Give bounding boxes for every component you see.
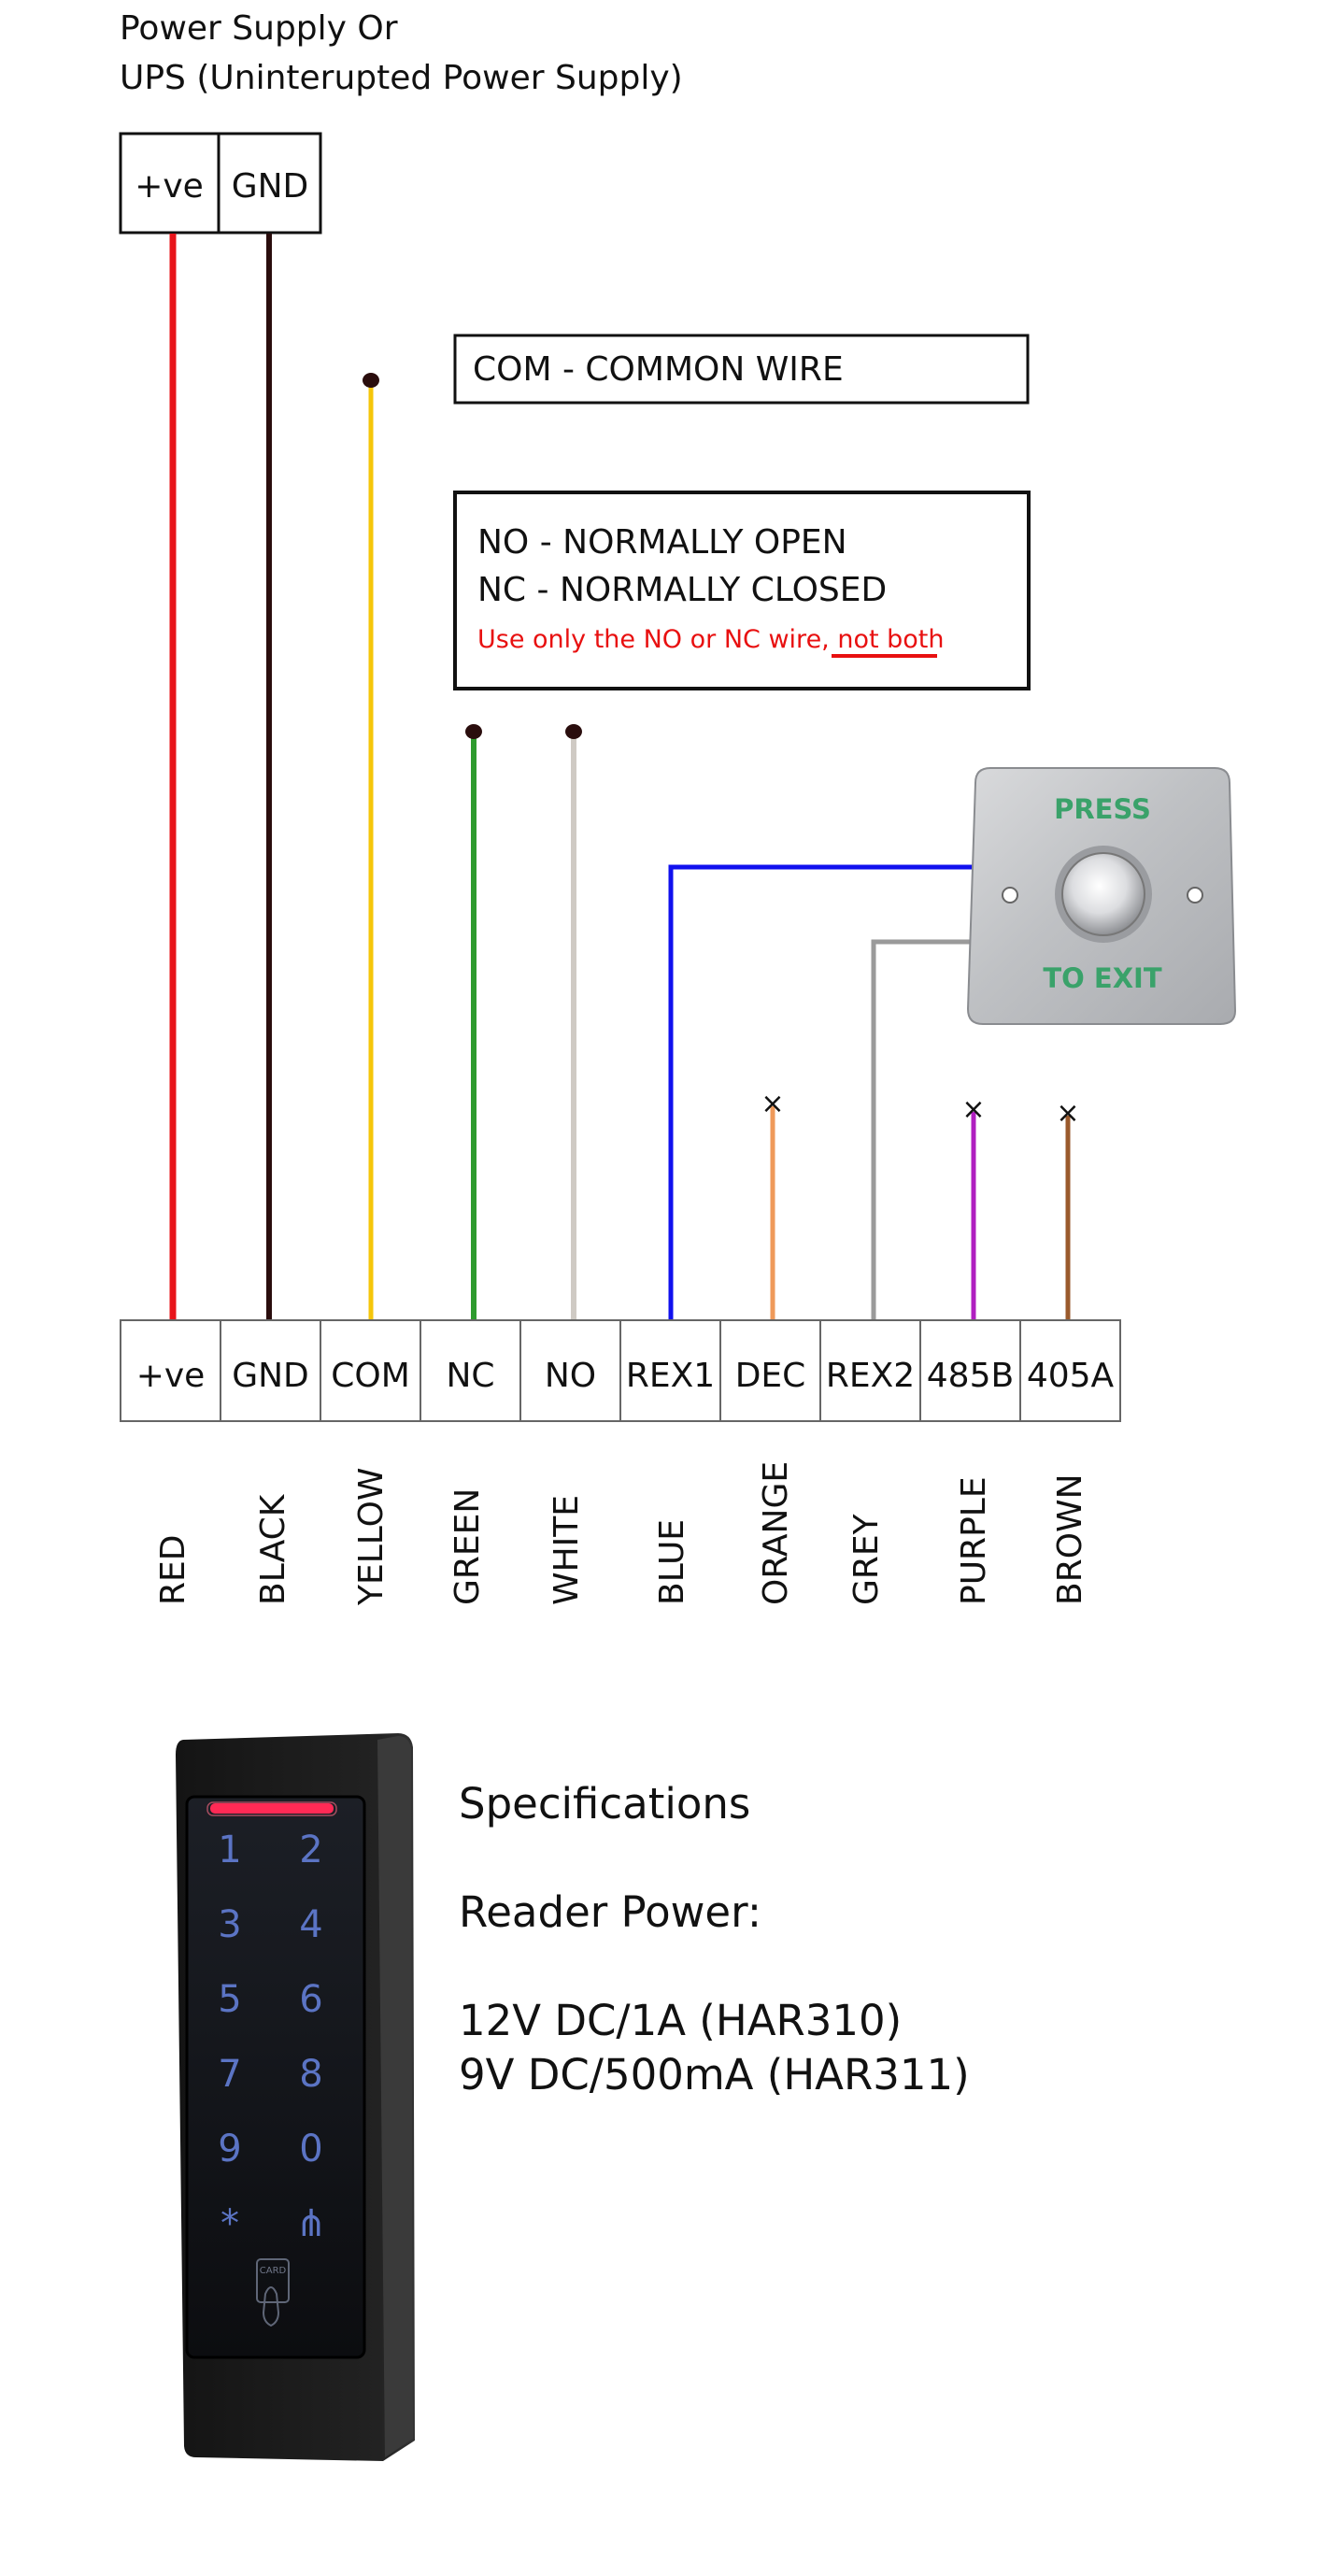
wire-color-label: BLUE [653, 1519, 691, 1605]
reader-touch-face [185, 1795, 366, 2359]
keypad-reader: 1 2 3 4 5 6 7 8 9 0 * ⋔ CARD [176, 1733, 415, 2461]
terminal-label: COM [331, 1357, 410, 1395]
com-label-box [453, 334, 1030, 405]
terminal-label: +ve [136, 1357, 206, 1395]
wire-color-label: GREEN [448, 1488, 487, 1605]
keypad-key: 3 [218, 1903, 241, 1946]
terminal-cell [1019, 1319, 1121, 1422]
keypad-key: 8 [299, 2053, 322, 2096]
power-supply-terminal-block [119, 132, 322, 235]
wire-yellow [363, 373, 379, 1325]
terminal-cell [919, 1319, 1021, 1422]
wire-color-label: RED [154, 1535, 192, 1605]
com-label-text: COM - COMMON WIRE [473, 350, 844, 389]
terminal-label: 405A [1027, 1357, 1115, 1395]
keypad-key: * [220, 2202, 239, 2245]
terminal-cell [719, 1319, 821, 1422]
wire-color-label: BROWN [1051, 1473, 1089, 1605]
terminal-cell [519, 1319, 621, 1422]
terminal-cell [819, 1319, 921, 1422]
terminal-cell [120, 1319, 221, 1422]
card-reader-icon: CARD [256, 2258, 290, 2327]
keypad-key: 9 [218, 2128, 241, 2170]
wire-color-label: GREY [847, 1513, 886, 1605]
orange-unused-mark: × [761, 1088, 784, 1120]
wire-white [565, 724, 582, 1325]
exit-push-knob [1061, 852, 1145, 936]
wire-green [465, 724, 482, 1325]
svg-text:CARD: CARD [260, 2266, 287, 2276]
controller-terminal-strip: +ve GND COM NC NO REX1 DEC REX2 485B 405A [120, 1319, 1121, 1422]
wire-grey [871, 939, 975, 1325]
power-supply-terminal-positive: +ve [135, 167, 204, 206]
nc-label-text: NC - NORMALLY CLOSED [477, 571, 887, 609]
specs-power-line-2: 9V DC/500mA (HAR311) [459, 2050, 970, 2099]
wire-color-label: WHITE [548, 1495, 586, 1605]
purple-unused-mark: × [961, 1093, 985, 1126]
power-supply-terminal-gnd: GND [232, 167, 309, 206]
wire-orange: × [761, 1088, 785, 1325]
exit-button-to-exit-label: TO EXIT [1043, 962, 1161, 994]
terminal-label: REX1 [626, 1357, 715, 1395]
keypad-key: 2 [299, 1829, 322, 1872]
terminal-cell [619, 1319, 721, 1422]
keypad-key: 4 [299, 1903, 322, 1946]
brown-unused-mark: × [1056, 1097, 1079, 1130]
terminal-label: DEC [735, 1357, 806, 1395]
wire-brown: × [1056, 1097, 1080, 1325]
terminal-cell [420, 1319, 521, 1422]
wire-color-labels: RED BLACK YELLOW GREEN WHITE BLUE ORANGE GREY PU… [154, 1461, 1089, 1606]
wire-color-label: YELLOW [352, 1468, 391, 1607]
power-supply-subtitle: UPS (Uninterupted Power Supply) [120, 59, 683, 97]
keypad-key: 0 [299, 2128, 322, 2170]
terminal-label: REX2 [826, 1357, 915, 1395]
wire-blue [668, 864, 975, 1325]
exit-button-press-label: PRESS [1054, 793, 1151, 825]
power-supply-title: Power Supply Or [120, 9, 398, 48]
terminal-label: NO [545, 1357, 596, 1395]
keypad-key: ⋔ [295, 2202, 327, 2245]
no-nc-warning-note: Use only the NO or NC wire, not both [477, 625, 945, 654]
exit-button-plate: PRESS TO EXIT [966, 767, 1237, 1025]
no-label-text: NO - NORMALLY OPEN [477, 523, 847, 562]
keypad-key: 5 [218, 1978, 241, 2021]
keypad-key: 1 [218, 1829, 241, 1872]
terminal-label: GND [232, 1357, 309, 1395]
reader-keypad: 1 2 3 4 5 6 7 8 9 0 * ⋔ [218, 1829, 326, 2245]
specs-heading: Specifications [459, 1779, 750, 1829]
terminal-label: NC [446, 1357, 494, 1395]
keypad-key: 7 [218, 2053, 241, 2096]
wire-color-label: BLACK [254, 1493, 292, 1605]
specs-power-line-1: 12V DC/1A (HAR310) [459, 1996, 902, 2045]
wire-purple: × [961, 1093, 986, 1325]
specs-reader-power-label: Reader Power: [459, 1887, 761, 1937]
wire-color-label: PURPLE [955, 1476, 993, 1605]
terminal-cell [320, 1319, 421, 1422]
keypad-key: 6 [299, 1978, 322, 2021]
reader-status-led [210, 1803, 334, 1814]
terminal-label: 485B [927, 1357, 1014, 1395]
wire-color-label: ORANGE [757, 1461, 795, 1605]
